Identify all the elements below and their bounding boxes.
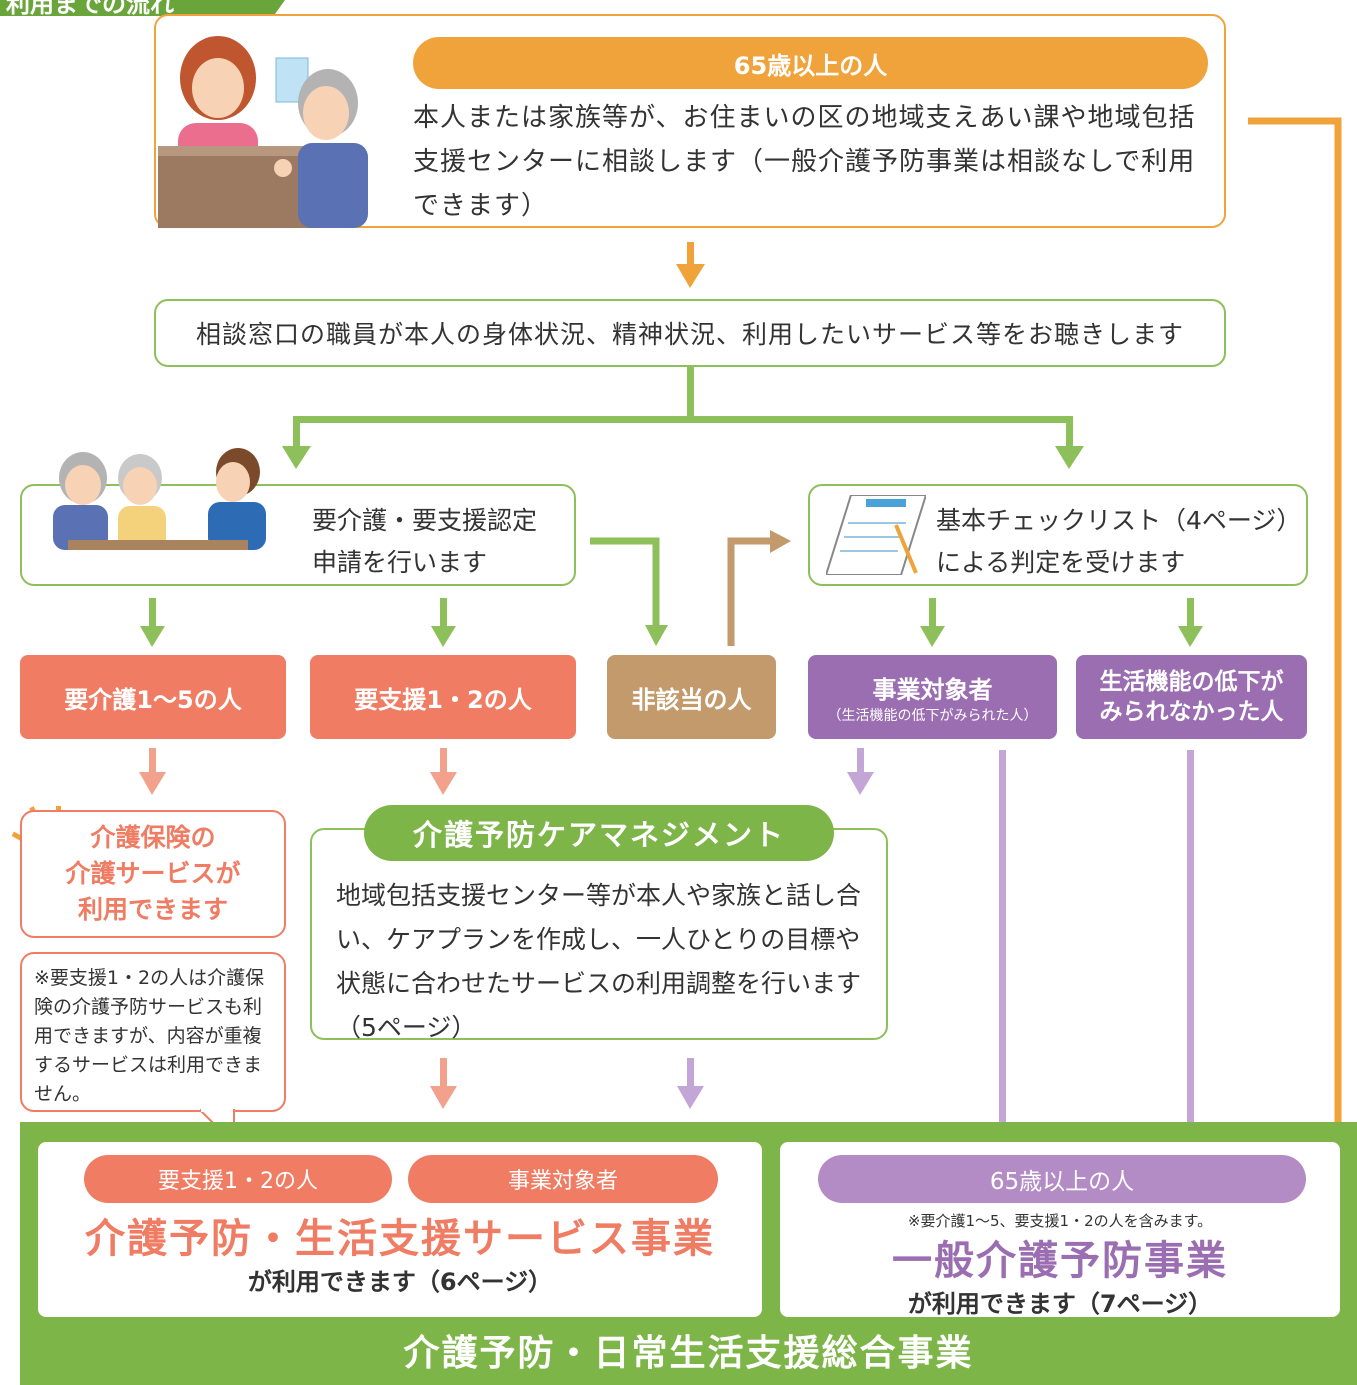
left-pill-support: 要支援1・2の人: [84, 1155, 392, 1203]
category-target-sub: （生活機能の低下がみられた人）: [827, 707, 1038, 724]
note-bubble: ※要支援1・2の人は介護保険の介護予防サービスも利用できますが、内容が重複するサ…: [20, 952, 286, 1112]
category-care-label: 要介護1〜5の人: [64, 685, 242, 714]
right-service-note: ※要介護1〜5、要支援1・2の人を含みます。: [907, 1212, 1213, 1230]
care-result-line1: 介護保険の: [90, 823, 216, 852]
apply-line2: 申請を行います: [312, 548, 488, 577]
category-care: 要介護1〜5の人: [20, 655, 286, 739]
category-nodecline-line2: みられなかった人: [1099, 699, 1284, 725]
category-support: 要支援1・2の人: [310, 655, 576, 739]
arrow-top-consult: [687, 242, 694, 266]
mgmt-text: 地域包括支援センター等が本人や家族と話し合い、ケアプランを作成し、一人ひとりの目…: [336, 881, 862, 1042]
right-service-title: 一般介護予防事業: [892, 1238, 1228, 1284]
left-service-title: 介護予防・生活支援サービス事業: [85, 1216, 715, 1262]
header-tab-label: 利用までの流れ: [6, 0, 174, 16]
apply-box: [20, 484, 576, 586]
mgmt-title: 介護予防ケアマネジメント: [412, 818, 785, 852]
header-tab: 利用までの流れ: [0, 0, 285, 16]
note-text: ※要支援1・2の人は介護保険の介護予防サービスも利用できますが、内容が重複するサ…: [34, 967, 265, 1105]
left-pill-support-label: 要支援1・2の人: [158, 1169, 318, 1194]
family-illustration: [53, 448, 266, 550]
top-age-pill-label: 65歳以上の人: [733, 51, 888, 80]
care-result-box: 介護保険の 介護サービスが 利用できます: [20, 810, 286, 938]
right-age-pill-label: 65歳以上の人: [989, 1169, 1135, 1195]
footer-title: 介護予防・日常生活支援総合事業: [403, 1333, 974, 1374]
receptionist-illustration: [158, 36, 368, 228]
right-age-pill: 65歳以上の人: [818, 1155, 1306, 1203]
left-pill-target-label: 事業対象者: [507, 1169, 618, 1194]
care-result-line2: 介護サービスが: [65, 859, 241, 888]
checklist-icon: [826, 495, 926, 575]
connector-top-to-general: [1248, 117, 1342, 1184]
category-support-label: 要支援1・2の人: [354, 685, 532, 714]
left-pill-target: 事業対象者: [408, 1155, 718, 1203]
mgmt-box: [310, 828, 888, 1040]
consult-box: 相談窓口の職員が本人の身体状況、精神状況、利用したいサービス等をお聴きします: [154, 299, 1226, 367]
category-target-label: 事業対象者: [872, 675, 993, 704]
top-consult-text: 本人または家族等が、お住まいの区の地域支えあい課や地域包括支援センターに相談しま…: [413, 103, 1196, 221]
consult-text: 相談窓口の職員が本人の身体状況、精神状況、利用したいサービス等をお聴きします: [195, 320, 1184, 349]
category-target: 事業対象者 （生活機能の低下がみられた人）: [808, 655, 1057, 739]
care-result-line3: 利用できます: [77, 895, 228, 924]
category-none: 非該当の人: [607, 655, 776, 739]
mgmt-title-pill: 介護予防ケアマネジメント: [364, 805, 834, 861]
apply-line1: 要介護・要支援認定: [312, 506, 538, 535]
right-service-sub: が利用できます（7ページ）: [907, 1290, 1213, 1318]
checklist-text: 基本チェックリスト（4ページ） による判定を受けます: [936, 500, 1301, 584]
top-age-pill: 65歳以上の人: [413, 37, 1208, 89]
left-service-sub: が利用できます（6ページ）: [247, 1268, 553, 1296]
category-nodecline: 生活機能の低下が みられなかった人: [1076, 655, 1307, 739]
apply-text: 要介護・要支援認定 申請を行います: [312, 500, 537, 584]
checklist-line2: による判定を受けます: [936, 548, 1186, 577]
category-none-label: 非該当の人: [631, 685, 752, 714]
category-nodecline-line1: 生活機能の低下が: [1099, 669, 1284, 695]
checklist-line1: 基本チェックリスト（4ページ）: [936, 506, 1302, 535]
